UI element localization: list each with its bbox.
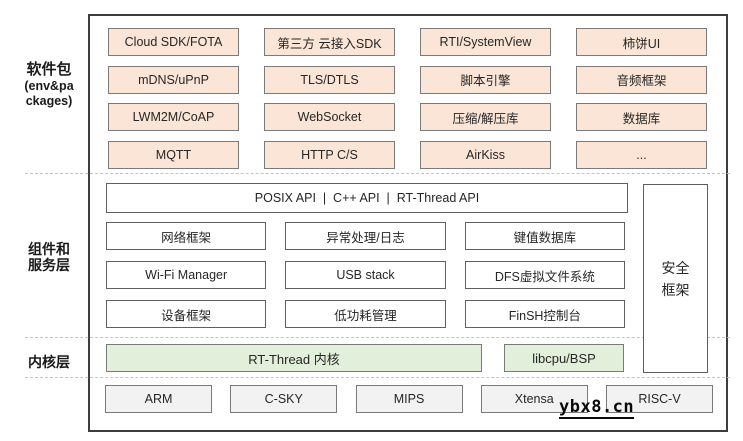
- security-framework-line2: 框架: [661, 281, 690, 298]
- cpu-box: MIPS: [355, 385, 463, 413]
- cpu-box: RISC-V: [606, 385, 713, 413]
- layer-label-packages-en2: ckages): [25, 94, 73, 108]
- package-box: 脚本引擎: [420, 65, 551, 94]
- libcpu-bsp-box: libcpu/BSP: [504, 344, 624, 372]
- component-box: DFS虚拟文件系统: [464, 261, 625, 289]
- cpu-box: Xtensa: [480, 385, 588, 413]
- component-box: FinSH控制台: [464, 300, 625, 328]
- component-box: Wi-Fi Manager: [106, 261, 267, 289]
- package-box: 音频框架: [576, 65, 707, 94]
- api-bar: POSIX API | C++ API | RT-Thread API: [106, 183, 628, 213]
- layer-label-packages-zh: 软件包: [26, 61, 72, 78]
- package-box: 压缩/解压库: [420, 103, 551, 131]
- layer-label-packages-en1: (env&pa: [24, 79, 74, 93]
- component-box: 网络框架: [106, 222, 267, 250]
- package-box: LWM2M/CoAP: [108, 103, 239, 131]
- package-box: 第三方 云接入SDK: [264, 28, 395, 56]
- security-framework-line1: 安全: [661, 259, 690, 276]
- security-framework-box: 安全 框架: [643, 184, 708, 373]
- layer-label-components-line2: 服务层: [28, 257, 70, 273]
- cpu-architectures-row: ARM C-SKY MIPS Xtensa RISC-V: [105, 385, 713, 413]
- component-box: 键值数据库: [464, 222, 625, 250]
- component-box: 低功耗管理: [285, 300, 446, 328]
- component-box: USB stack: [285, 261, 446, 289]
- watermark: ybx8.cn: [559, 397, 635, 419]
- package-box: RTI/SystemView: [420, 28, 551, 56]
- package-box: MQTT: [108, 140, 239, 169]
- cpu-box: C-SKY: [230, 385, 338, 413]
- packages-grid: Cloud SDK/FOTA 第三方 云接入SDK RTI/SystemView…: [108, 28, 707, 169]
- component-box: 异常处理/日志: [285, 222, 446, 250]
- layer-divider-components: [25, 337, 730, 338]
- package-box: ...: [576, 140, 707, 169]
- package-box: AirKiss: [420, 140, 551, 169]
- cpu-box: ARM: [105, 385, 212, 413]
- package-box: mDNS/uPnP: [108, 65, 239, 94]
- package-box: 柿饼UI: [576, 28, 707, 56]
- package-box: 数据库: [576, 103, 707, 131]
- layer-divider-kernel: [25, 377, 730, 378]
- package-box: HTTP C/S: [264, 140, 395, 169]
- layer-label-components: 组件和 服务层: [14, 241, 84, 273]
- package-box: Cloud SDK/FOTA: [108, 28, 239, 56]
- layer-label-packages: 软件包 (env&pa ckages): [14, 61, 84, 109]
- package-box: WebSocket: [264, 103, 395, 131]
- component-box: 设备框架: [106, 300, 267, 328]
- kernel-box: RT-Thread 内核: [106, 344, 482, 372]
- components-grid: 网络框架 异常处理/日志 键值数据库 Wi-Fi Manager USB sta…: [106, 222, 625, 328]
- layer-label-components-line1: 组件和: [28, 241, 70, 257]
- layer-divider-packages: [25, 173, 730, 174]
- layer-label-kernel: 内核层: [28, 354, 70, 370]
- package-box: TLS/DTLS: [264, 65, 395, 94]
